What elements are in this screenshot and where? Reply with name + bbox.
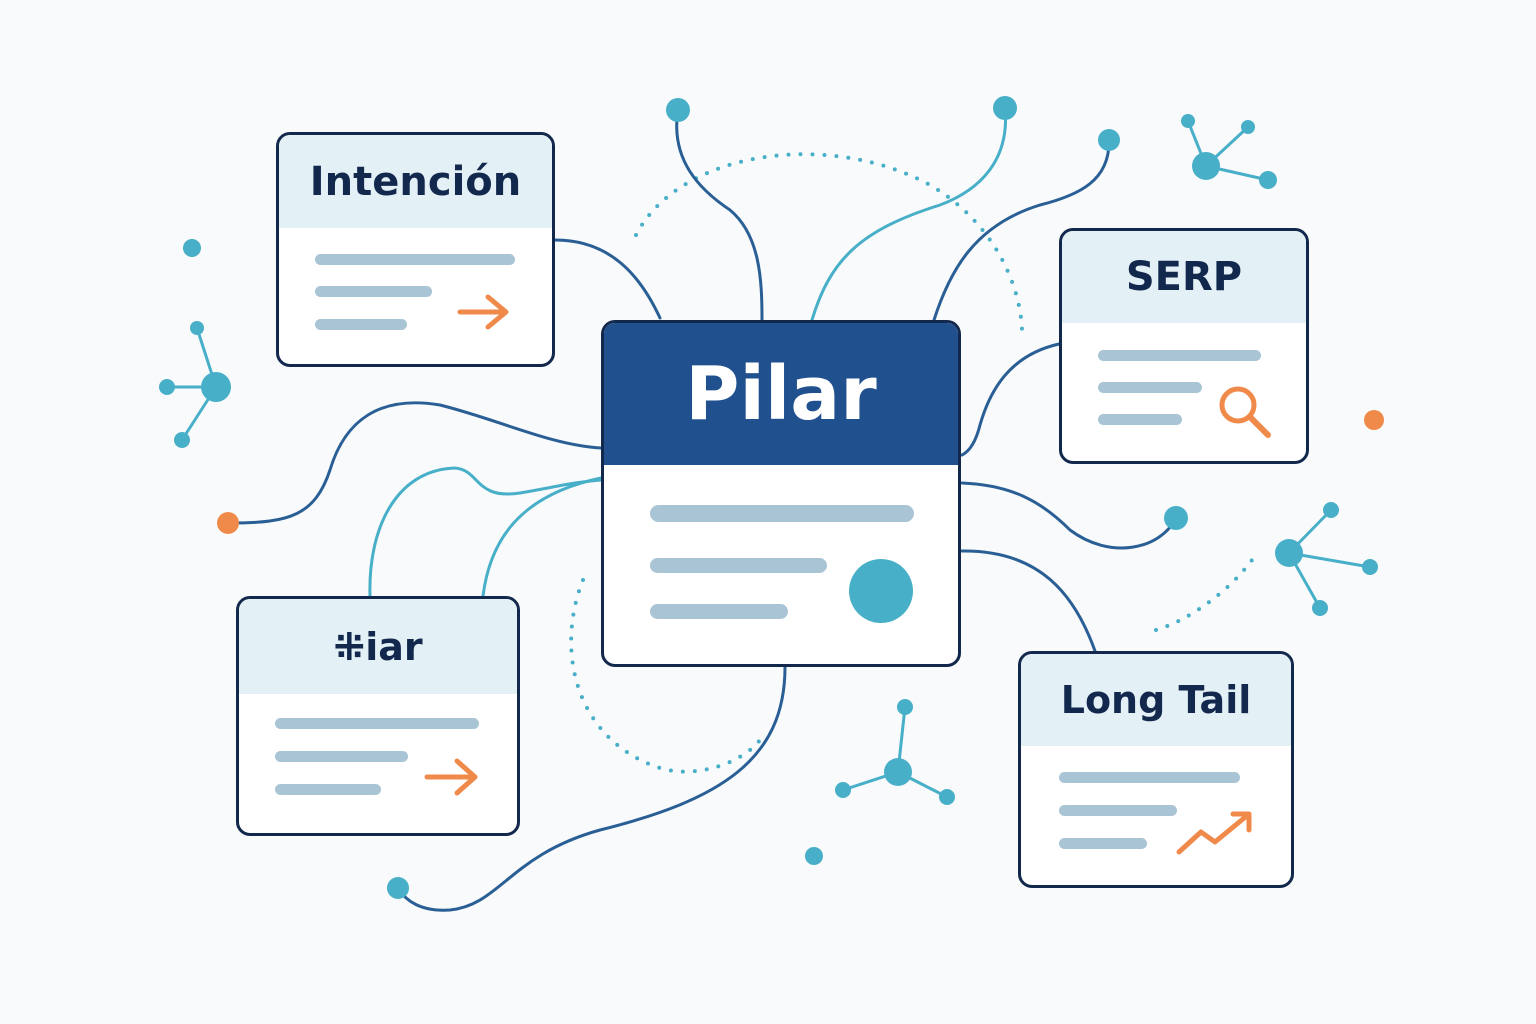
intencion-card-header: Intención <box>279 135 552 228</box>
text-line-placeholder <box>1059 772 1240 783</box>
longtail-card-header: Long Tail <box>1021 654 1291 746</box>
text-line-placeholder <box>650 505 914 522</box>
text-line-placeholder <box>275 784 381 795</box>
molecule-cluster <box>159 321 231 448</box>
intencion-title: Intención <box>309 158 522 205</box>
teal-dot-node <box>993 96 1017 120</box>
text-line-placeholder <box>315 254 515 265</box>
text-line-placeholder <box>1098 414 1182 425</box>
longtail-title: Long Tail <box>1060 678 1252 722</box>
teal-dot-node <box>666 98 690 122</box>
pilar-title: Pilar <box>685 351 877 437</box>
circle-icon <box>849 559 913 623</box>
connection-lines <box>230 106 1178 912</box>
teal-dot-node <box>183 239 201 257</box>
iar-title: ⁜iar <box>333 624 423 669</box>
text-line-placeholder <box>1059 838 1147 849</box>
text-line-placeholder <box>650 558 827 573</box>
teal-dot-node <box>1098 129 1120 151</box>
iar-card-header: ⁜iar <box>239 599 517 694</box>
longtail-card[interactable]: Long Tail <box>1018 651 1294 888</box>
text-line-placeholder <box>1098 382 1202 393</box>
orange-dot-node <box>1364 410 1384 430</box>
text-line-placeholder <box>275 751 408 762</box>
molecule-cluster <box>1181 114 1277 189</box>
endpoint-nodes <box>183 96 1384 899</box>
text-line-placeholder <box>1059 805 1177 816</box>
text-line-placeholder <box>275 718 479 729</box>
dotted-arcs <box>569 152 1254 774</box>
molecule-cluster <box>1275 502 1378 616</box>
teal-dot-node <box>387 877 409 899</box>
pilar-card[interactable]: Pilar <box>601 320 961 667</box>
arrow-right-icon <box>424 758 478 796</box>
text-line-placeholder <box>1098 350 1261 361</box>
text-line-placeholder <box>315 319 407 330</box>
teal-dot-node <box>805 847 823 865</box>
molecule-cluster <box>835 699 955 805</box>
arrow-right-icon <box>457 294 509 330</box>
intencion-card[interactable]: Intención <box>276 132 555 367</box>
trend-up-icon <box>1176 811 1252 855</box>
text-line-placeholder <box>650 604 788 619</box>
orange-dot-node <box>217 512 239 534</box>
serp-title: SERP <box>1125 254 1243 300</box>
serp-card[interactable]: SERP <box>1059 228 1309 464</box>
teal-dot-node <box>1164 506 1188 530</box>
text-line-placeholder <box>315 286 432 297</box>
magnifier-icon <box>1219 386 1271 438</box>
serp-card-header: SERP <box>1062 231 1306 323</box>
iar-card[interactable]: ⁜iar <box>236 596 520 836</box>
pilar-card-header: Pilar <box>604 323 958 465</box>
